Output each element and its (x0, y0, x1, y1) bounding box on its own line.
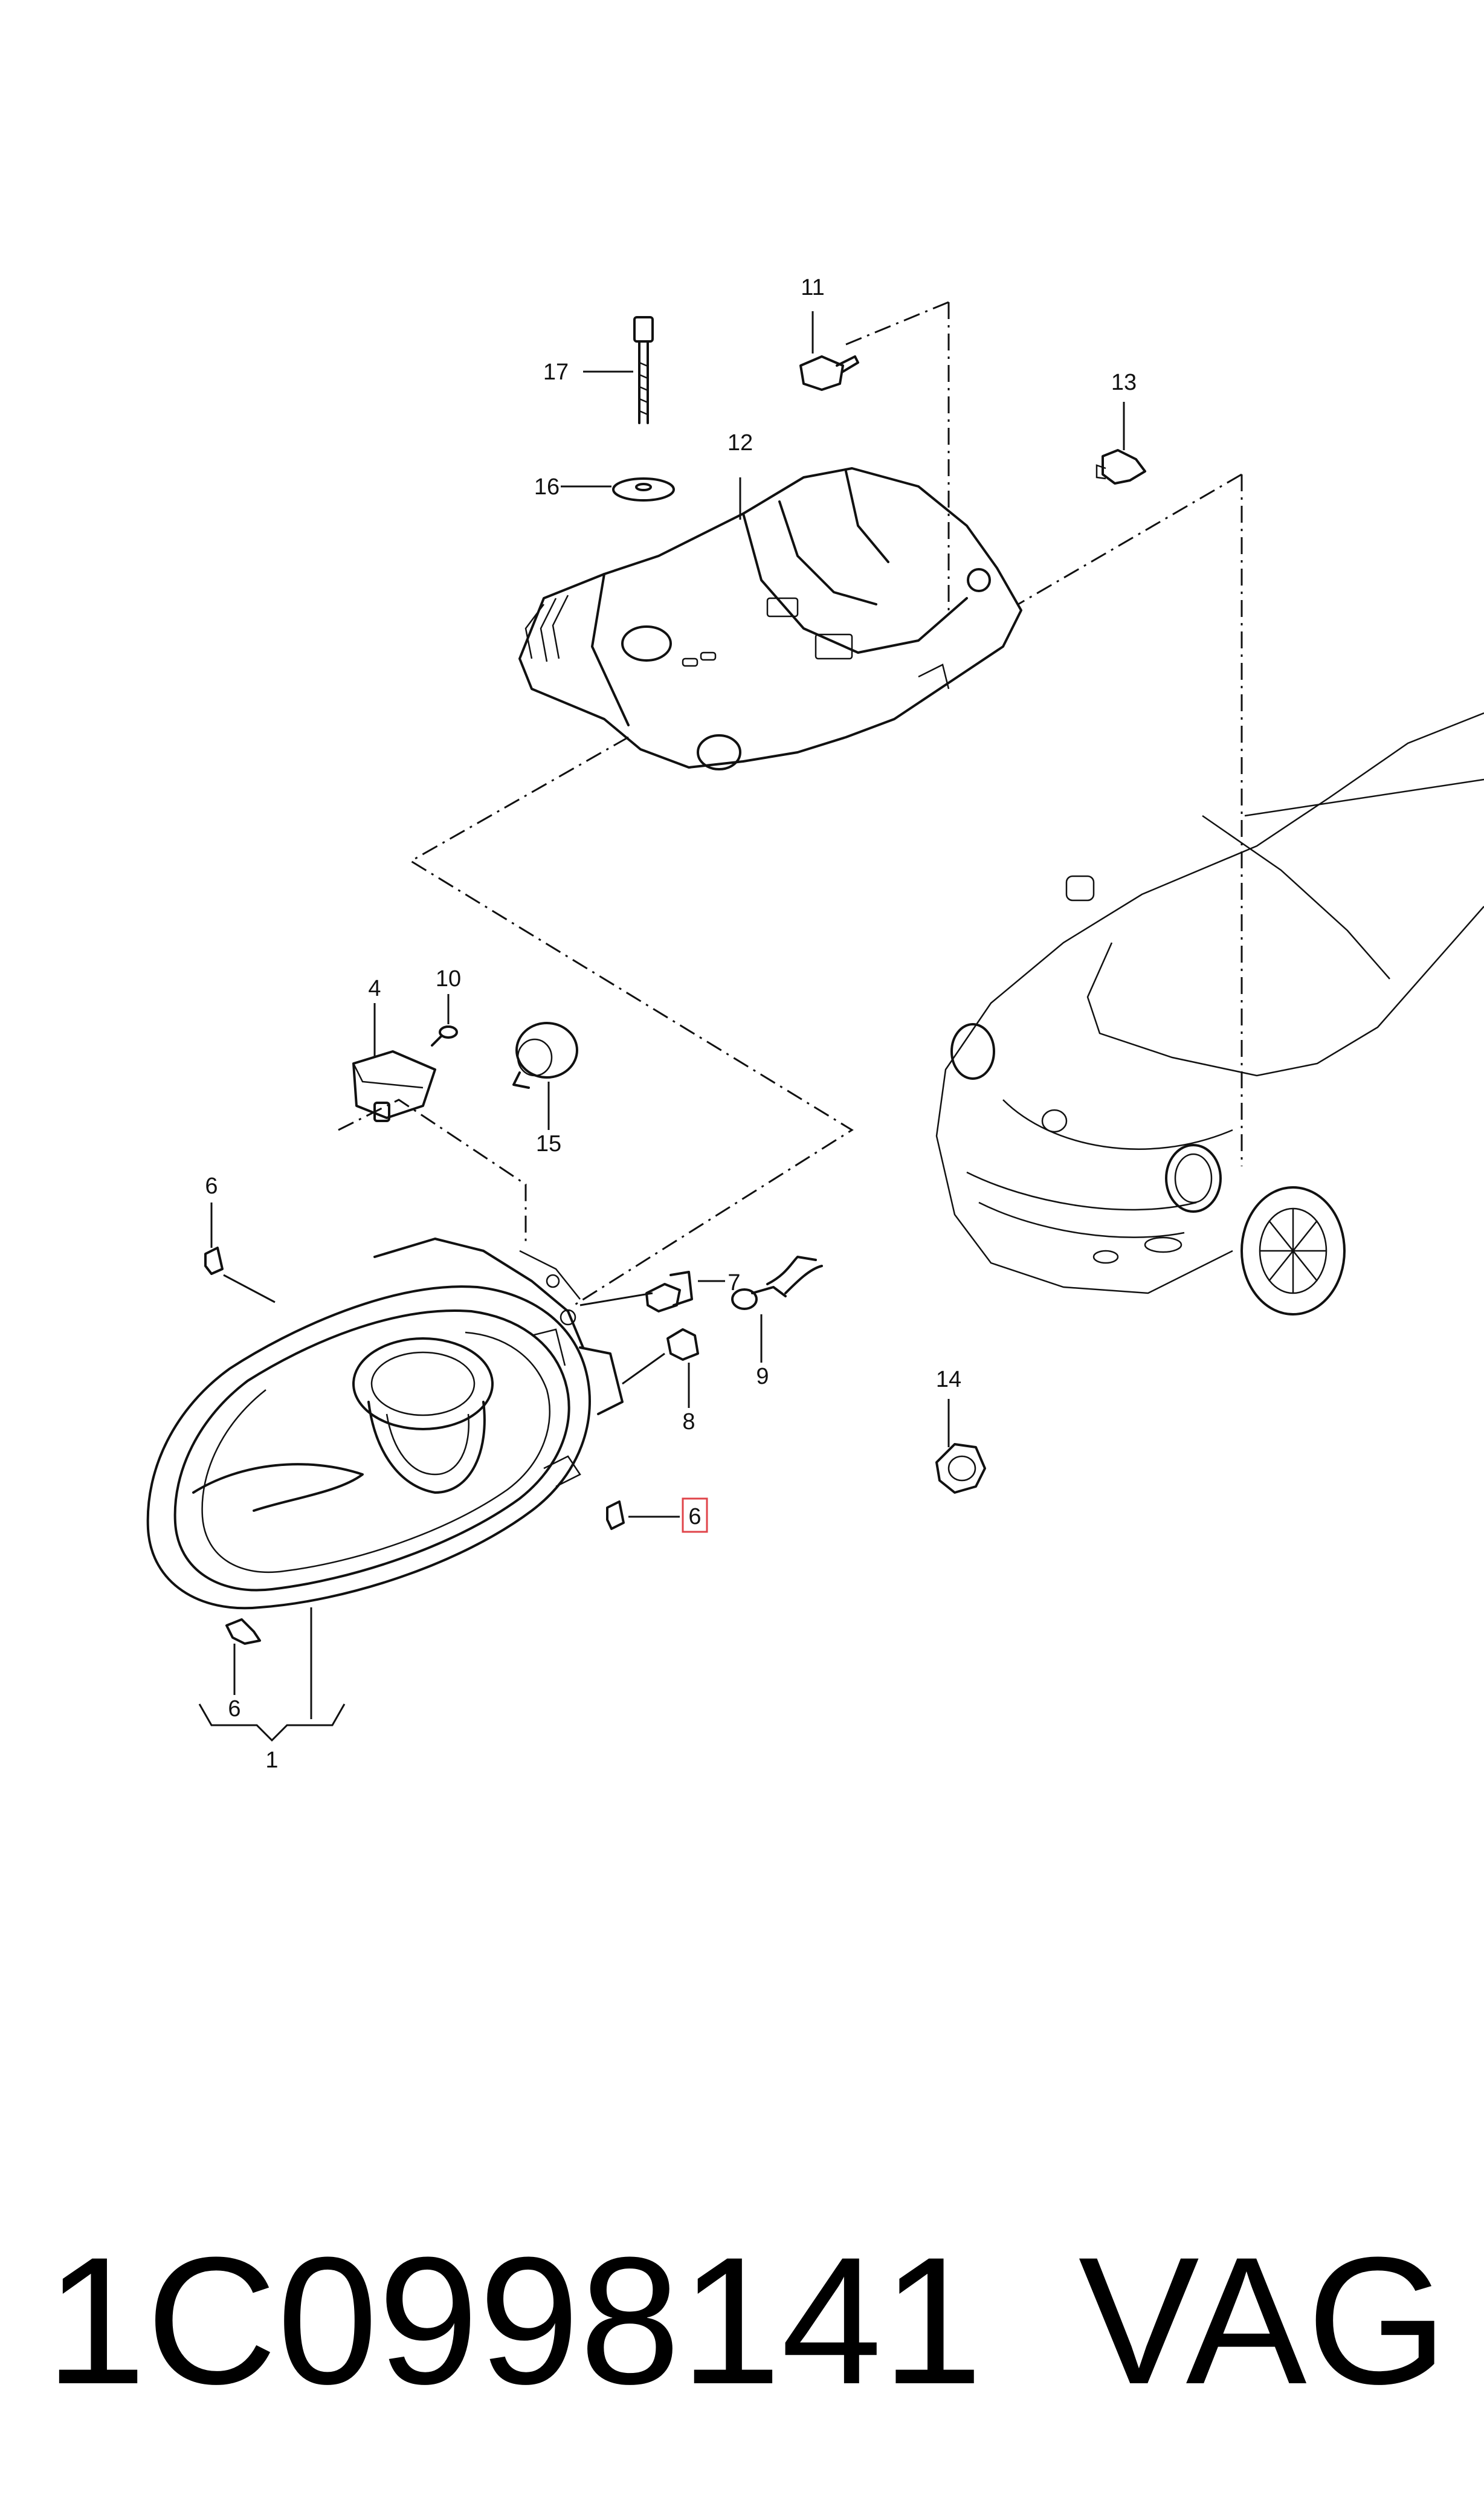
callout-8: 8 (682, 1409, 695, 1435)
callout-9: 9 (756, 1364, 769, 1389)
screw-10 (431, 1025, 458, 1047)
bulb-8 (666, 1328, 699, 1361)
leader-lines (198, 311, 1125, 1742)
callout-17: 17 (543, 360, 569, 385)
headlight-carrier-bracket (518, 467, 1022, 770)
headlight-assembly (146, 1238, 624, 1610)
screw-11 (799, 355, 859, 391)
callout-labels: 17 16 11 12 13 4 10 15 6 7 8 9 14 6 6 1 (205, 275, 1137, 1773)
callout-13: 13 (1111, 370, 1137, 395)
clip-6-bottom (225, 1618, 261, 1645)
callout-6-top: 6 (205, 1173, 218, 1199)
clip-13 (1095, 449, 1146, 485)
bolt-17 (633, 316, 654, 424)
clip-6-right (606, 1500, 625, 1530)
grommet-14 (935, 1443, 986, 1494)
bulb-holder-9 (731, 1256, 823, 1310)
highlight-box (682, 1497, 708, 1533)
callout-10: 10 (436, 966, 461, 992)
callout-15: 15 (536, 1131, 561, 1157)
callout-6-bottom: 6 (228, 1696, 240, 1722)
bulb-7 (645, 1271, 693, 1312)
footer: 1C0998141 VAG (0, 2212, 1484, 2429)
grommet-15 (512, 1022, 578, 1089)
callout-1: 1 (265, 1748, 278, 1773)
assembly-lines (338, 301, 1243, 1306)
callout-6-right: 6 (688, 1504, 701, 1529)
callout-12: 12 (727, 430, 753, 456)
callout-16: 16 (534, 474, 560, 500)
clip-6-top (204, 1247, 224, 1275)
callout-11: 11 (801, 275, 824, 300)
washer-16 (612, 477, 675, 502)
callout-4: 4 (368, 976, 381, 1001)
part-number: 1C0998141 (45, 2219, 983, 2422)
brand-label: VAG (1078, 2219, 1448, 2422)
callout-7: 7 (727, 1270, 740, 1296)
control-unit-4 (352, 1050, 436, 1122)
callout-14: 14 (936, 1367, 961, 1392)
vehicle-illustration (935, 712, 1484, 1315)
